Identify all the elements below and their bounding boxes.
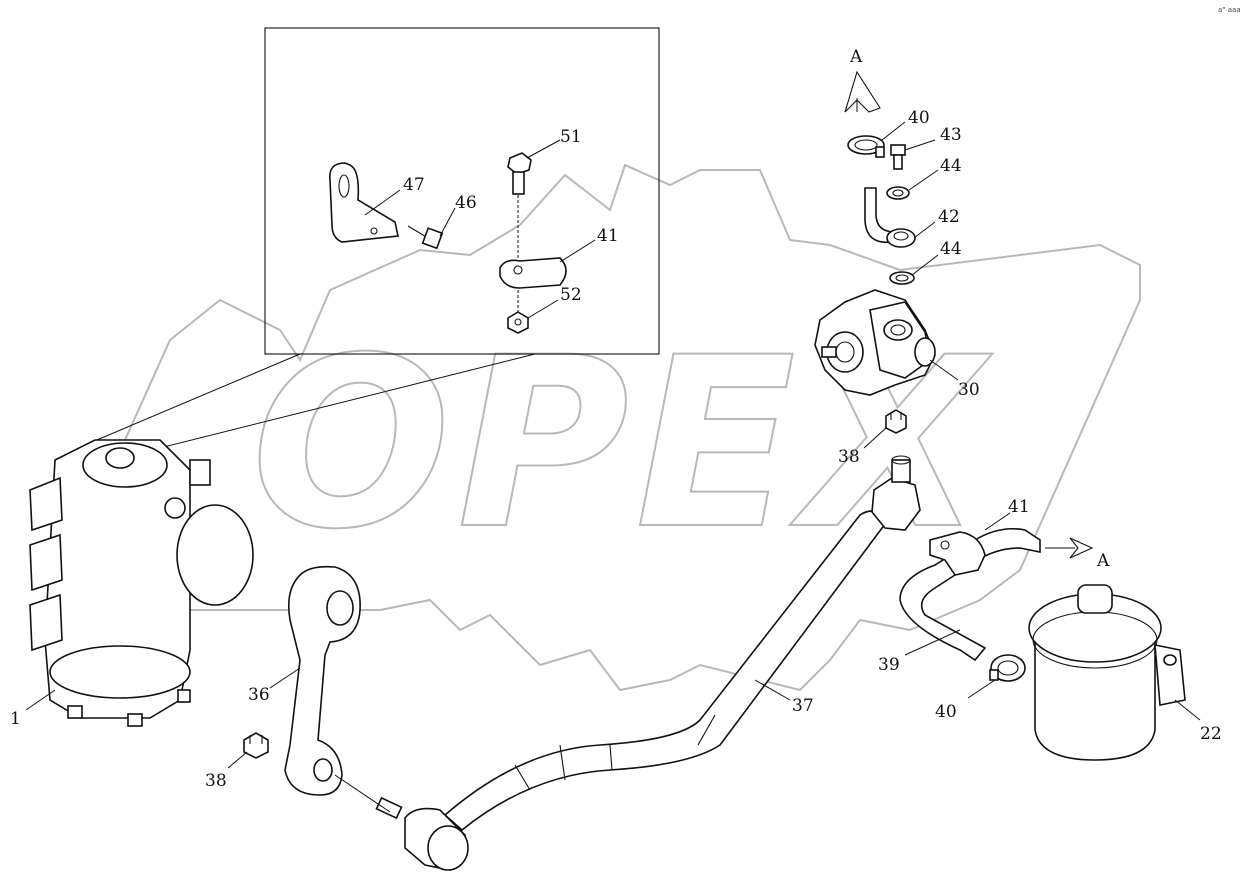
callout-43: 43 (940, 125, 962, 145)
callout-36: 36 (248, 685, 270, 705)
callout-1: 1 (10, 709, 21, 729)
washer-44-top (886, 186, 910, 200)
arrow-a-top: A (844, 47, 881, 113)
pitman-arm-36 (284, 565, 391, 813)
hose-clamp-40-bottom (989, 654, 1026, 682)
bolt-43 (890, 144, 906, 170)
callout-labels: 51 47 46 41 52 40 43 44 42 44 30 38 41 3… (10, 108, 1222, 791)
callout-42: 42 (938, 207, 960, 227)
bolt-46 (407, 225, 444, 250)
callout-38-top: 38 (838, 447, 860, 467)
inset-leader-left (84, 353, 301, 446)
arrow-a-right: A (1045, 537, 1110, 571)
callout-37: 37 (792, 696, 814, 716)
callout-41-right: 41 (1008, 497, 1030, 517)
castle-nut-38-top (885, 409, 907, 434)
callout-39: 39 (878, 655, 900, 675)
nut-52 (507, 311, 529, 334)
arrow-a-right-label: A (1096, 551, 1110, 571)
callout-46: 46 (455, 193, 477, 213)
bolt-51 (507, 152, 532, 262)
callout-51: 51 (560, 127, 582, 147)
callout-52: 52 (560, 285, 582, 305)
watermark-gear (68, 163, 1141, 692)
callout-41-inset: 41 (597, 226, 619, 246)
callout-44-bottom: 44 (940, 239, 962, 259)
callout-40-top: 40 (908, 108, 930, 128)
castle-nut-38-bottom (243, 732, 269, 759)
detail-inset-frame (264, 27, 660, 355)
callout-47: 47 (403, 175, 425, 195)
corner-mark: a" aaa (1218, 6, 1241, 14)
clamp-41-inset (499, 257, 567, 314)
callout-38-bottom: 38 (205, 771, 227, 791)
washer-44-bottom (889, 271, 915, 285)
bracket-47 (328, 162, 399, 243)
callout-44-top: 44 (940, 156, 962, 176)
hose-clamp-41-right (929, 531, 986, 576)
inset-leader-right (119, 353, 536, 459)
callout-leaders (25, 121, 1201, 769)
callout-40-bottom: 40 (935, 702, 957, 722)
steering-pump-30 (814, 289, 936, 396)
oil-reservoir-22 (1028, 584, 1186, 761)
hose-clamp-40-top (847, 135, 885, 158)
steering-gear-1 (29, 439, 254, 727)
banjo-42 (886, 228, 916, 248)
drag-link-37 (375, 455, 921, 871)
arrow-a-top-label: A (849, 47, 863, 67)
callout-22: 22 (1200, 724, 1222, 744)
callout-30: 30 (958, 380, 980, 400)
